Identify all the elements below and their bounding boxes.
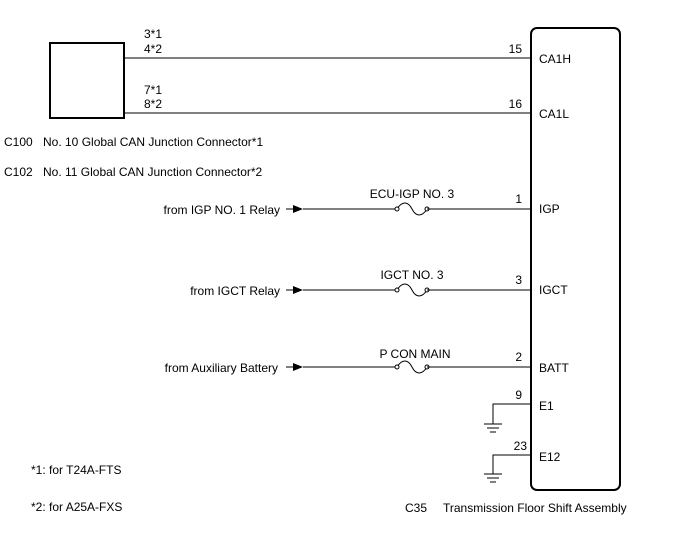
pin-number-e12: 23 bbox=[514, 439, 528, 453]
connector-code-c100: C100 bbox=[4, 135, 33, 149]
connector-name-c102: No. 11 Global CAN Junction Connector*2 bbox=[43, 165, 263, 179]
transmission-floor-shift-assembly-box bbox=[530, 27, 621, 491]
supply-source-igct: from IGCT Relay bbox=[190, 284, 280, 298]
terminal-name-e1: E1 bbox=[539, 399, 554, 413]
junction-pin-can-h-1: 3*1 bbox=[144, 27, 162, 41]
fuse-label-batt: P CON MAIN bbox=[379, 347, 450, 361]
junction-connector-box bbox=[49, 42, 125, 119]
terminal-name-ca1h: CA1H bbox=[539, 52, 571, 66]
fuse-igct-no3-icon bbox=[396, 283, 428, 297]
pin-number-ca1h: 15 bbox=[509, 42, 523, 56]
fuse-terminal-batt-left bbox=[394, 364, 400, 370]
wire-e12-ground bbox=[492, 454, 531, 474]
junction-pin-can-l-2: 8*2 bbox=[144, 97, 162, 111]
terminal-name-igct: IGCT bbox=[539, 283, 568, 297]
arrow-head-batt-icon bbox=[293, 363, 303, 371]
terminal-name-batt: BATT bbox=[539, 361, 569, 375]
note-2: *2: for A25A-FXS bbox=[31, 500, 122, 514]
pin-number-igp: 1 bbox=[515, 192, 522, 206]
connector-code-c102: C102 bbox=[4, 165, 33, 179]
fuse-terminal-igp-left bbox=[394, 206, 400, 212]
terminal-name-igp: IGP bbox=[539, 202, 560, 216]
pin-number-ca1l: 16 bbox=[509, 97, 523, 111]
note-1: *1: for T24A-FTS bbox=[31, 463, 121, 477]
pin-number-batt: 2 bbox=[515, 350, 522, 364]
arrow-head-igp-icon bbox=[293, 205, 303, 213]
junction-pin-can-l-1: 7*1 bbox=[144, 83, 162, 97]
fuse-label-igct: IGCT NO. 3 bbox=[380, 268, 443, 282]
supply-source-batt: from Auxiliary Battery bbox=[165, 361, 278, 375]
arrow-head-igct-icon bbox=[293, 286, 303, 294]
pin-number-igct: 3 bbox=[515, 273, 522, 287]
assembly-code: C35 bbox=[405, 501, 427, 515]
fuse-p-con-main-icon bbox=[396, 360, 428, 374]
fuse-ecu-igp-no3-icon bbox=[396, 202, 428, 216]
junction-pin-can-h-2: 4*2 bbox=[144, 42, 162, 56]
terminal-name-e12: E12 bbox=[539, 450, 561, 464]
supply-source-igp: from IGP NO. 1 Relay bbox=[164, 203, 280, 217]
pin-number-e1: 9 bbox=[515, 388, 522, 402]
assembly-name: Transmission Floor Shift Assembly bbox=[443, 501, 627, 515]
wire-e1-ground bbox=[492, 403, 531, 424]
fuse-terminal-igct-left bbox=[394, 287, 400, 293]
terminal-name-ca1l: CA1L bbox=[539, 107, 569, 121]
fuse-label-igp: ECU-IGP NO. 3 bbox=[370, 187, 455, 201]
connector-name-c100: No. 10 Global CAN Junction Connector*1 bbox=[43, 135, 263, 149]
